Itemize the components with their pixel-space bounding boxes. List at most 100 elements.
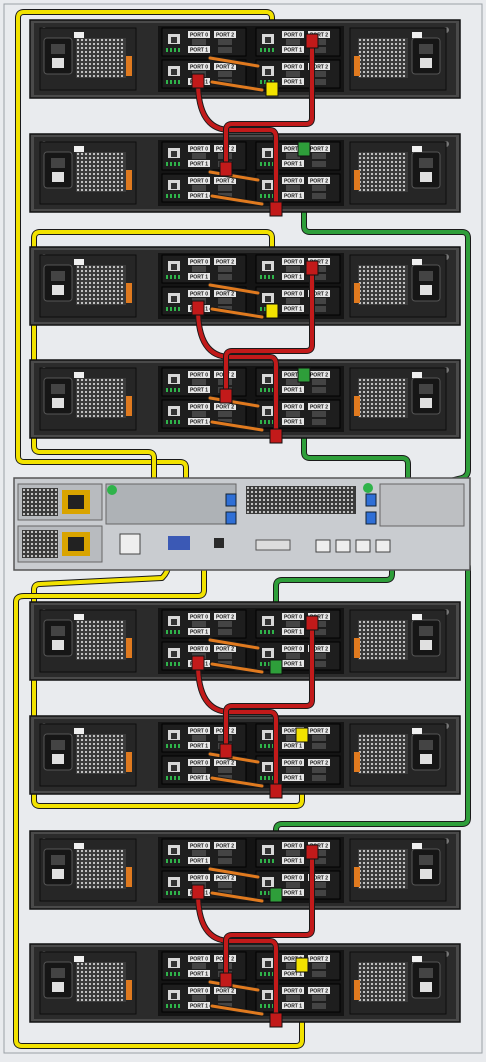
grille-hole xyxy=(89,975,91,977)
grille-hole xyxy=(335,507,337,509)
grille-hole xyxy=(77,999,79,1001)
grille-hole xyxy=(81,763,83,765)
grille-hole xyxy=(43,547,45,549)
grille-hole xyxy=(399,637,401,639)
grille-hole xyxy=(367,290,369,292)
grille-hole xyxy=(89,878,91,880)
grille-hole xyxy=(395,270,397,272)
grille-hole xyxy=(121,157,123,159)
grille-hole xyxy=(77,290,79,292)
grille-hole xyxy=(89,63,91,65)
grille-hole xyxy=(395,983,397,985)
grille-hole xyxy=(387,181,389,183)
grille-hole xyxy=(303,507,305,509)
grille-hole xyxy=(363,963,365,965)
grille-hole xyxy=(105,967,107,969)
grille-hole xyxy=(121,189,123,191)
grille-hole xyxy=(93,870,95,872)
port-label-port1: PORT 1 xyxy=(284,420,302,426)
status-led xyxy=(174,275,176,279)
grille-hole xyxy=(23,501,25,503)
grille-hole xyxy=(93,874,95,876)
release-handle xyxy=(126,867,132,887)
grille-hole xyxy=(27,497,29,499)
sas-port xyxy=(286,411,300,417)
grille-hole xyxy=(81,743,83,745)
grille-hole xyxy=(247,507,249,509)
grille-hole xyxy=(121,274,123,276)
grille-hole xyxy=(93,882,95,884)
grille-hole xyxy=(379,383,381,385)
grille-hole xyxy=(81,153,83,155)
power-supply-icon xyxy=(412,620,440,656)
grille-hole xyxy=(85,177,87,179)
grille-hole xyxy=(403,165,405,167)
status-led xyxy=(170,48,172,52)
grille-hole xyxy=(395,862,397,864)
grille-hole xyxy=(319,499,321,501)
ethernet-jack xyxy=(265,848,271,854)
grille-hole xyxy=(367,995,369,997)
grille-hole xyxy=(299,495,301,497)
grille-hole xyxy=(259,511,261,513)
grille-hole xyxy=(117,882,119,884)
grille-hole xyxy=(81,391,83,393)
grille-hole xyxy=(399,266,401,268)
grille-hole xyxy=(101,886,103,888)
grille-hole xyxy=(259,507,261,509)
grille-hole xyxy=(85,294,87,296)
grille-hole xyxy=(395,967,397,969)
grille-hole xyxy=(77,415,79,417)
grille-hole xyxy=(371,983,373,985)
grille-hole xyxy=(375,165,377,167)
grille-hole xyxy=(391,266,393,268)
grille-hole xyxy=(93,181,95,183)
status-led xyxy=(268,776,270,780)
grille-hole xyxy=(379,759,381,761)
grille-hole xyxy=(109,858,111,860)
port-label-port0: PORT 0 xyxy=(284,615,302,621)
grille-hole xyxy=(23,489,25,491)
grille-hole xyxy=(383,743,385,745)
grille-hole xyxy=(27,501,29,503)
grille-hole xyxy=(89,995,91,997)
grille-hole xyxy=(77,391,79,393)
grille-hole xyxy=(391,391,393,393)
status-led xyxy=(170,972,172,976)
grille-hole xyxy=(367,270,369,272)
grille-hole xyxy=(379,51,381,53)
power-switch xyxy=(420,285,432,295)
grille-hole xyxy=(383,653,385,655)
release-handle xyxy=(126,283,132,303)
grille-hole xyxy=(77,39,79,41)
grille-hole xyxy=(403,763,405,765)
ethernet-jack xyxy=(171,733,177,739)
grille-hole xyxy=(399,415,401,417)
grille-hole xyxy=(109,862,111,864)
grille-hole xyxy=(113,886,115,888)
grille-hole xyxy=(371,43,373,45)
grille-hole xyxy=(383,298,385,300)
ethernet-jack xyxy=(171,961,177,967)
status-led xyxy=(260,776,262,780)
grille-hole xyxy=(121,391,123,393)
status-led xyxy=(264,744,266,748)
grille-hole xyxy=(363,755,365,757)
status-led xyxy=(264,1004,266,1008)
grille-hole xyxy=(109,161,111,163)
grille-hole xyxy=(379,995,381,997)
port-label-port0: PORT 0 xyxy=(190,33,208,39)
status-led xyxy=(178,80,180,84)
grille-hole xyxy=(371,185,373,187)
grille-hole xyxy=(383,47,385,49)
sas-port xyxy=(312,735,326,741)
grille-hole xyxy=(117,278,119,280)
port-label-port1: PORT 1 xyxy=(190,194,208,200)
grille-hole xyxy=(39,497,41,499)
grille-hole xyxy=(93,637,95,639)
grille-hole xyxy=(371,878,373,880)
grille-hole xyxy=(383,270,385,272)
grille-hole xyxy=(89,153,91,155)
grille-hole xyxy=(375,294,377,296)
grille-hole xyxy=(93,165,95,167)
